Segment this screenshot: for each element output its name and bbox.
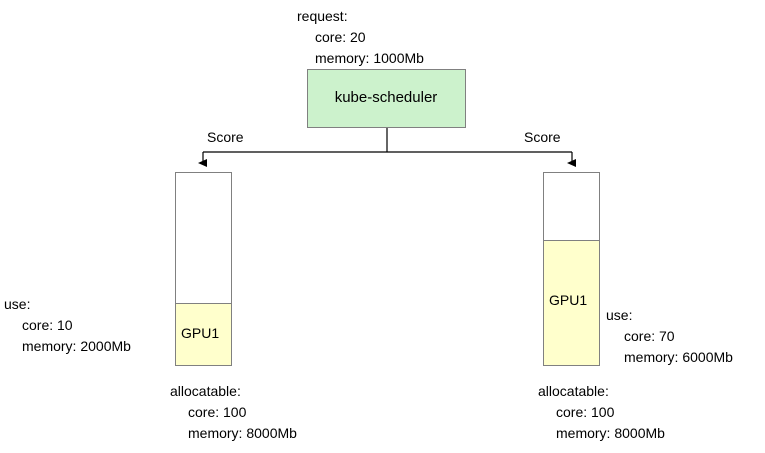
node-left-gpu-label: GPU1 bbox=[181, 325, 220, 341]
request-title: request: bbox=[297, 8, 348, 24]
node-left-use-memory: memory: 2000Mb bbox=[22, 338, 131, 354]
node-right-alloc-core: core: 100 bbox=[556, 404, 615, 420]
node-right-use-core: core: 70 bbox=[624, 328, 675, 344]
scheduler-box bbox=[307, 69, 466, 128]
edge-label-score-right: Score bbox=[524, 129, 561, 145]
node-right-use-memory: memory: 6000Mb bbox=[624, 349, 733, 365]
node-right-use-title: use: bbox=[606, 307, 633, 323]
node-left-alloc-memory: memory: 8000Mb bbox=[188, 425, 297, 441]
node-right-allocatable-block: allocatable: core: 100 memory: 8000Mb bbox=[538, 381, 665, 444]
scheduler-label: kube-scheduler bbox=[334, 89, 438, 106]
node-left-use-block: use: core: 10 memory: 2000Mb bbox=[0, 294, 170, 357]
request-block: request: core: 20 memory: 1000Mb bbox=[297, 6, 424, 69]
node-left-use-core: core: 10 bbox=[22, 317, 73, 333]
node-left-alloc-core: core: 100 bbox=[188, 404, 247, 420]
node-left-alloc-title: allocatable: bbox=[170, 383, 241, 399]
node-left-used-fill bbox=[175, 303, 232, 366]
request-memory: memory: 1000Mb bbox=[315, 50, 424, 66]
node-right-use-block: use: core: 70 memory: 6000Mb bbox=[606, 305, 733, 368]
request-core: core: 20 bbox=[315, 29, 366, 45]
node-left-allocatable-block: allocatable: core: 100 memory: 8000Mb bbox=[170, 381, 297, 444]
edge-label-score-left: Score bbox=[207, 129, 244, 145]
node-right-used-fill bbox=[543, 240, 600, 366]
node-left-use-title: use: bbox=[4, 296, 31, 312]
node-right-alloc-title: allocatable: bbox=[538, 383, 609, 399]
node-right-gpu-label: GPU1 bbox=[549, 292, 588, 308]
node-right-alloc-memory: memory: 8000Mb bbox=[556, 425, 665, 441]
